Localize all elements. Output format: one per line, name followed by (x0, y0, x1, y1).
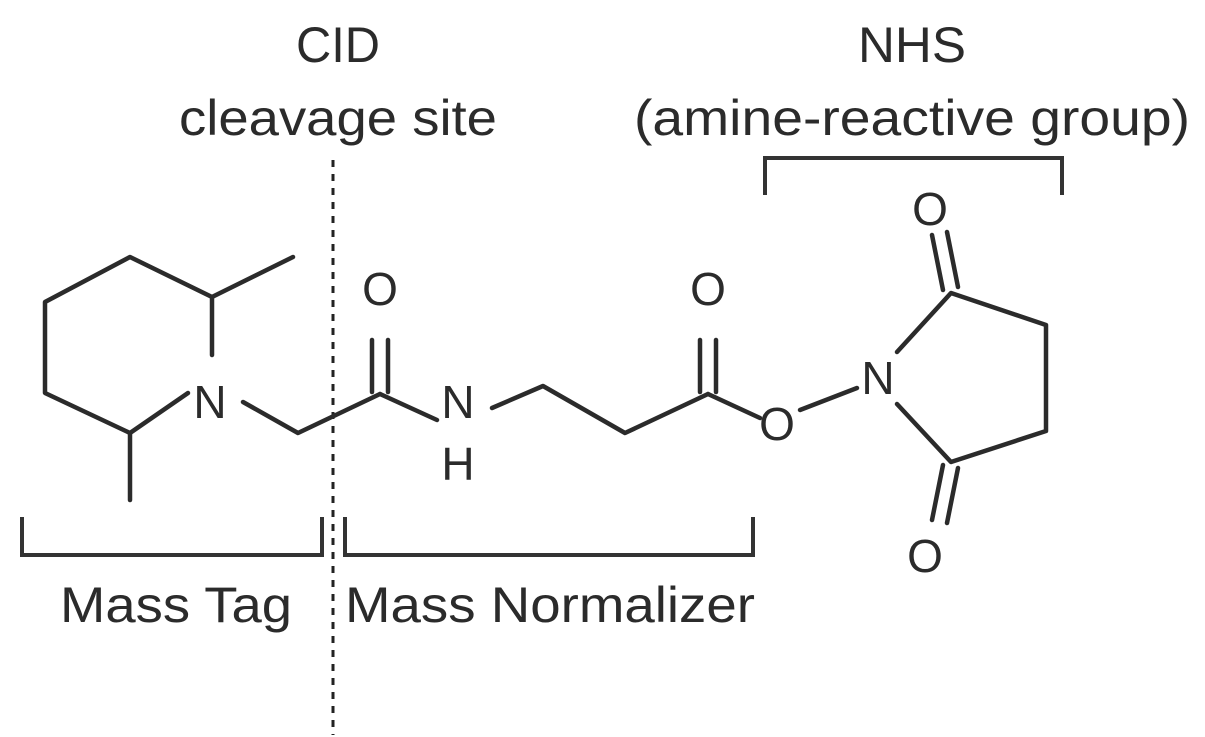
piperidine-ring (42, 254, 215, 436)
ester-carbonyl-oxygen: O (690, 263, 726, 315)
alkyl-chain (489, 383, 711, 436)
nhs-bottom-oxygen: O (907, 530, 943, 582)
cid-subtitle: cleavage site (179, 90, 497, 146)
nhs-title: NHS (858, 17, 966, 73)
methylene-bond (240, 391, 383, 436)
on-bond (797, 385, 860, 413)
piperidine-nitrogen: N (193, 376, 226, 428)
ester-oxygen: O (759, 398, 795, 450)
nhs-top-double-bond-2 (944, 229, 961, 290)
nhs-bottom-double-bond-2 (944, 465, 961, 526)
nhs-top-oxygen: O (912, 183, 948, 235)
ester-co-bond (705, 391, 763, 421)
amide-cn-bond (377, 391, 440, 423)
nhs-nitrogen: N (861, 352, 894, 404)
amide-nitrogen: N (441, 376, 474, 428)
mass-normalizer-label: Mass Normalizer (345, 577, 755, 633)
nhs-bottom-double-bond-1 (929, 462, 946, 523)
nhs-bracket (763, 156, 1064, 195)
mass-tag-label: Mass Tag (60, 577, 292, 633)
succinimide-ring (894, 290, 1049, 465)
nhs-top-double-bond-1 (929, 232, 946, 293)
mass-normalizer-bracket (343, 517, 755, 557)
methyl-bond-top (209, 254, 296, 300)
amide-oxygen: O (362, 263, 398, 315)
nhs-subtitle: (amine-reactive group) (634, 90, 1190, 146)
cid-title: CID (296, 17, 380, 73)
amide-hydrogen: H (441, 438, 474, 490)
mass-tag-bracket (20, 517, 324, 557)
